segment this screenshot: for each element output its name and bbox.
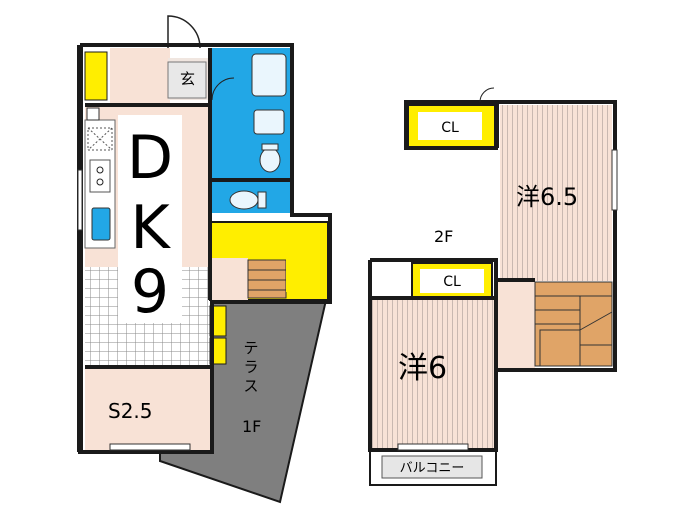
shoe-closet bbox=[84, 51, 108, 101]
window bbox=[77, 169, 83, 231]
burner bbox=[96, 178, 104, 186]
room-large-label: 洋6.5 bbox=[516, 183, 578, 211]
hallway-2f bbox=[495, 280, 535, 368]
first-floor: テ ラ ス 1F D K 9 玄 bbox=[77, 15, 332, 504]
dk-label: D K 9 bbox=[127, 123, 173, 327]
stove bbox=[89, 159, 111, 193]
western-room-large bbox=[500, 105, 612, 281]
window bbox=[397, 443, 469, 451]
entrance-label: 玄 bbox=[180, 70, 195, 88]
balcony-label: バルコニー bbox=[400, 461, 465, 476]
second-floor-label: 2F bbox=[434, 227, 453, 246]
entrance-door bbox=[167, 15, 201, 49]
svg-text:K: K bbox=[130, 193, 171, 263]
storage-hatch bbox=[286, 240, 314, 292]
entry-hall bbox=[110, 48, 170, 103]
washbasin bbox=[253, 109, 285, 135]
closet-upper-label-box bbox=[418, 112, 482, 140]
room-small-label: 洋6 bbox=[398, 351, 447, 386]
bathtub bbox=[251, 53, 287, 97]
dk-label-box bbox=[118, 115, 182, 323]
walls-2f bbox=[368, 100, 617, 452]
bathroom-door bbox=[211, 77, 235, 101]
toilet bbox=[229, 190, 259, 210]
entrance-tile bbox=[167, 61, 207, 99]
balcony-label-box bbox=[381, 455, 483, 479]
western-room-small bbox=[372, 298, 494, 448]
svg-text:9: 9 bbox=[131, 257, 169, 327]
second-floor: 洋6.5 CL 2F 洋6 CL バルコニー bbox=[368, 87, 618, 486]
closet-upper-label: CL bbox=[441, 120, 459, 136]
pillar bbox=[86, 107, 100, 121]
window bbox=[109, 443, 191, 451]
closet-lower-label-box bbox=[420, 269, 484, 293]
burner bbox=[96, 166, 104, 174]
door-2f bbox=[479, 87, 495, 103]
storage-label: S2.5 bbox=[108, 399, 153, 423]
window bbox=[611, 149, 618, 211]
svg-text:ラ: ラ bbox=[243, 358, 258, 376]
terrace-label: テ ラ ス bbox=[243, 339, 258, 395]
stair-landing bbox=[210, 258, 248, 300]
svg-text:テ: テ bbox=[243, 339, 258, 357]
svg-text:D: D bbox=[127, 123, 173, 193]
storage-room bbox=[85, 367, 210, 450]
svg-text:ス: ス bbox=[243, 377, 258, 395]
sink bbox=[91, 207, 111, 241]
stair-void bbox=[539, 329, 581, 367]
first-floor-label: 1F bbox=[242, 417, 261, 436]
walls-1f bbox=[78, 43, 332, 454]
toilet-upper bbox=[259, 147, 281, 173]
closet-lower-label: CL bbox=[443, 274, 461, 290]
stairs-1f bbox=[247, 259, 287, 299]
